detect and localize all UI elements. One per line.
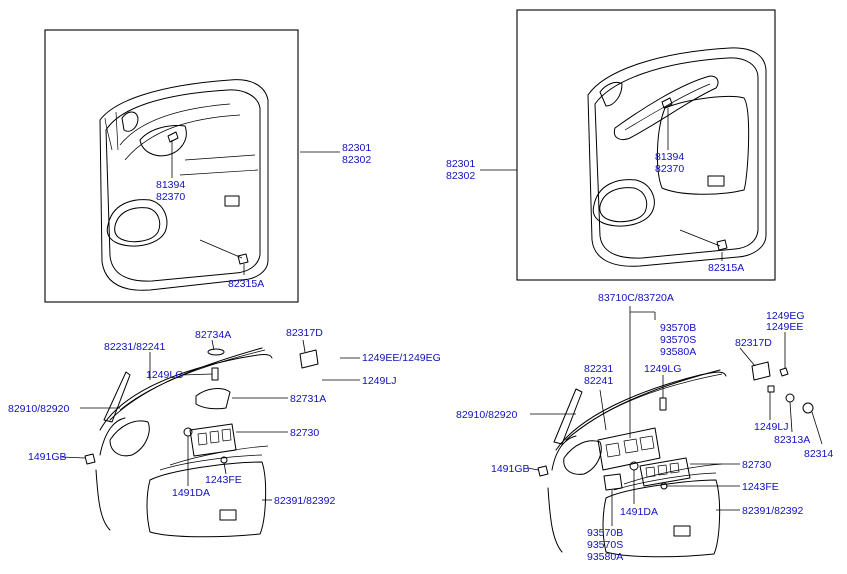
label-br-switch-assy: 83710C/83720A — [598, 292, 674, 304]
label-br-clip-da: 1491DA — [620, 506, 658, 518]
label-br-clip-gb: 1491GB — [491, 463, 530, 475]
label-bl-clip-da: 1491DA — [172, 487, 210, 499]
label-bl-handle: 82731A — [290, 393, 326, 405]
label-br-lower-switch-3: 93580A — [587, 551, 623, 563]
label-br-garnish-1: 82231 — [584, 363, 613, 375]
leader-left-screw-a — [199, 239, 243, 259]
label-bl-clip-gb: 1491GB — [28, 451, 67, 463]
label-br-screw-lj: 1249LJ — [754, 421, 788, 433]
panel-left-frame — [44, 29, 299, 303]
label-left-screw: 82315A — [228, 278, 264, 290]
leader-br-garnish — [599, 389, 607, 431]
label-bl-bracket: 82317D — [286, 327, 323, 339]
door-trim-right-drawing — [587, 47, 767, 267]
label-bl-screws-ee-eg: 1249EE/1249EG — [362, 352, 441, 364]
leader-br-bracket — [739, 347, 756, 367]
label-right-trim-1: 82301 — [446, 158, 475, 170]
label-br-cap: 82313A — [774, 434, 810, 446]
leader-bl-clip-gb — [61, 456, 86, 459]
label-br-weatherstrip: 82910/82920 — [456, 409, 517, 421]
label-bl-pad: 82391/82392 — [274, 495, 335, 507]
label-right-clip-1: 81394 — [655, 151, 684, 163]
label-left-clip-1: 81394 — [156, 179, 185, 191]
label-br-garnish-2: 82241 — [584, 375, 613, 387]
label-br-screw-ee: 1249EE — [766, 321, 803, 333]
label-bl-weatherstrip: 82910/82920 — [8, 403, 69, 415]
label-br-switch-panel: 82730 — [742, 459, 771, 471]
label-left-trim-2: 82302 — [342, 154, 371, 166]
label-br-screw-fe: 1243FE — [742, 481, 779, 493]
label-br-window-switch-2: 93570S — [660, 334, 696, 346]
leader-br-clip-gb — [527, 467, 539, 471]
panel-right: 82301 82302 81394 82370 82315A — [446, 9, 776, 281]
exploded-left-drawing — [84, 347, 319, 538]
label-left-clip-2: 82370 — [156, 191, 185, 203]
label-right-screw: 82315A — [708, 262, 744, 274]
door-trim-left-drawing — [99, 79, 269, 291]
label-br-bracket: 82317D — [735, 337, 772, 349]
exploded-right-drawing — [537, 361, 814, 558]
leader-bl-screw-fe — [223, 462, 227, 475]
label-bl-screw-fe: 1243FE — [205, 474, 242, 486]
label-bl-switch-panel: 82730 — [290, 427, 319, 439]
panel-right-frame — [516, 9, 776, 281]
leader-right-screw-a — [679, 229, 721, 247]
label-br-window-switch-3: 93580A — [660, 346, 696, 358]
leader-br-cap — [789, 401, 793, 433]
leader-br-plug — [811, 411, 823, 445]
label-left-trim-1: 82301 — [342, 142, 371, 154]
leader-bl-cap — [211, 339, 215, 351]
leader-bl-bracket — [302, 339, 306, 353]
label-br-lower-switch-2: 93570S — [587, 539, 623, 551]
label-right-clip-2: 82370 — [655, 163, 684, 175]
exploded-left: 82231/82241 82734A 82317D 1249EE/1249EG … — [8, 327, 441, 538]
label-bl-screw-lj: 1249LJ — [362, 375, 396, 387]
leader-bl-screw-lg — [180, 373, 213, 376]
label-br-lower-switch-1: 93570B — [587, 527, 623, 539]
label-br-screw-eg: 1249EG — [766, 310, 805, 322]
label-br-plug: 82314 — [804, 448, 833, 460]
label-bl-garnish: 82231/82241 — [104, 341, 165, 353]
exploded-right: 83710C/83720A 93570B 93570S 93580A 1249E… — [456, 292, 833, 563]
label-bl-screw-lg: 1249LG — [146, 369, 183, 381]
label-right-trim-2: 82302 — [446, 170, 475, 182]
label-br-screw-lg: 1249LG — [644, 363, 681, 375]
label-br-pad: 82391/82392 — [742, 505, 803, 517]
label-br-window-switch-1: 93570B — [660, 322, 696, 334]
panel-left: 82301 82302 81394 82370 82315A — [44, 29, 371, 303]
label-bl-cap: 82734A — [195, 329, 231, 341]
